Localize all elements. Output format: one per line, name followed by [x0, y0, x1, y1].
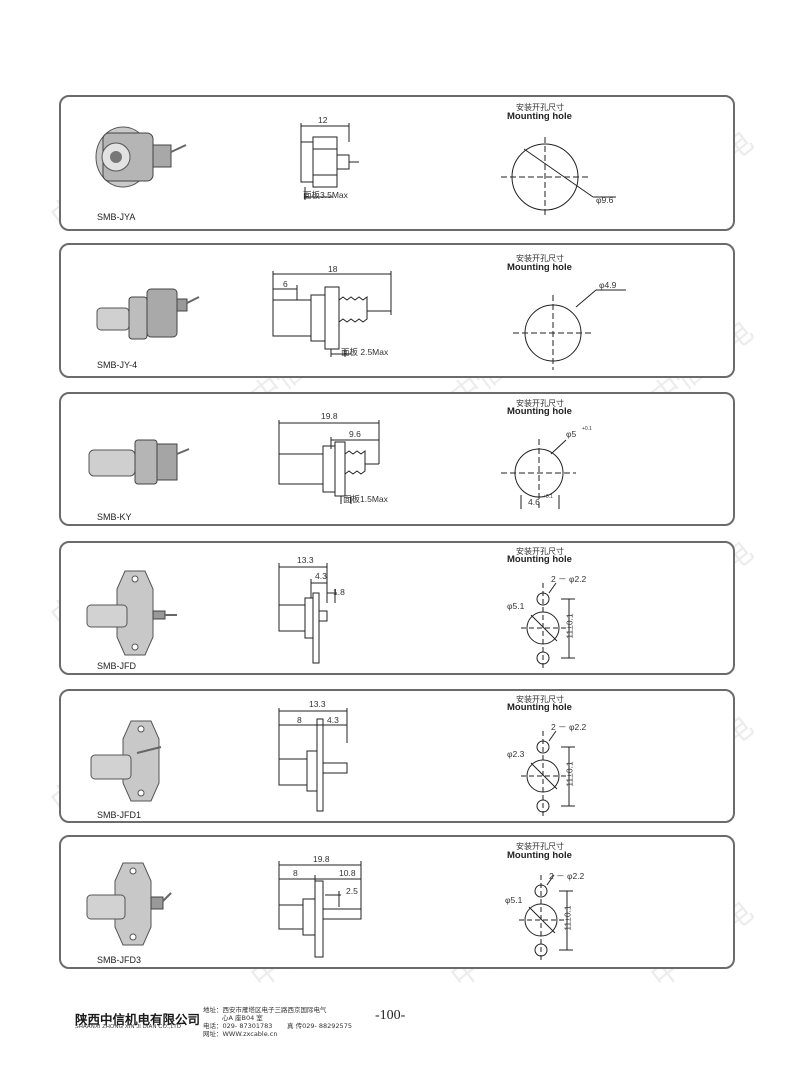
- connector-photo: [88, 420, 576, 509]
- hole-dimension-label: φ9.6: [596, 195, 614, 205]
- mounting-hole-drawing: [521, 582, 575, 671]
- mounting-hole-title-cn: 安装开孔尺寸: [516, 399, 564, 408]
- mounting-hole-drawing: [513, 289, 626, 370]
- mounting-hole-drawing: [501, 137, 616, 217]
- hole-dimension-label: φ5: [566, 429, 577, 439]
- product-panel-smb-jfd1: SMB-JFD1 13.3 8 4.3 安装开孔尺寸 Mounting hole…: [59, 689, 735, 823]
- dimension-label: 9.6: [349, 429, 361, 439]
- dimension-label: 19.8: [313, 854, 330, 864]
- fax-number: 真 传029- 88292575: [287, 1022, 352, 1030]
- connector-drawing: [300, 123, 359, 200]
- hole-dimension-label: φ4.9: [599, 280, 617, 290]
- mounting-hole-title-cn: 安装开孔尺寸: [516, 842, 564, 851]
- connector-drawing: [278, 563, 337, 664]
- dimension-label: 8: [297, 715, 302, 725]
- hole-dimension-label: φ5.1: [505, 895, 523, 905]
- hole-dimension-label: φ2.3: [507, 749, 525, 759]
- model-label: SMB-JFD1: [97, 810, 142, 820]
- company-name-cn: 陕西中信机电有限公司: [75, 1012, 201, 1027]
- website-link[interactable]: 网址：WWW.zxcable.cn: [203, 1030, 278, 1038]
- model-label: SMB-JFD: [97, 661, 136, 671]
- mounting-hole-drawing: [519, 874, 573, 963]
- connector-drawing: [278, 861, 362, 958]
- connector-photo: [90, 708, 575, 819]
- mounting-hole-title-en: Mounting hole: [507, 554, 572, 565]
- dimension-label: 13.3: [297, 555, 314, 565]
- model-label: SMB-JFD3: [97, 955, 142, 965]
- hole-tolerance-label: +0.1: [543, 494, 553, 500]
- connector-photo: [86, 861, 573, 963]
- connector-drawing: [278, 708, 348, 812]
- mounting-hole-title-en: Mounting hole: [507, 111, 572, 122]
- connector-photo: [86, 563, 575, 671]
- connector-photo: [95, 123, 616, 217]
- dimension-label: 4.3: [315, 571, 327, 581]
- mounting-hole-title-cn: 安装开孔尺寸: [516, 695, 564, 704]
- mounting-hole-title-cn: 安装开孔尺寸: [516, 254, 564, 263]
- hole-dimension-label: 4.6: [528, 497, 540, 507]
- mounting-hole-title-en: Mounting hole: [507, 406, 572, 417]
- mounting-hole-title-en: Mounting hole: [507, 702, 572, 713]
- product-panel-smb-jy-4: SMB-JY-4 18 6 面板 2.5Max 安装开孔尺寸 Mounting …: [59, 243, 735, 378]
- dimension-label: 13.3: [309, 699, 326, 709]
- mounting-hole-title-cn: 安装开孔尺寸: [516, 103, 564, 112]
- phone-number: 电话：029- 87301783: [203, 1022, 273, 1030]
- product-panel-smb-jfd3: SMB-JFD3 19.8 8 10.8 2.5 安装开孔尺寸 Mounting…: [59, 835, 735, 969]
- dimension-label: 10.8: [339, 868, 356, 878]
- model-label: SMB-JYA: [97, 212, 136, 222]
- dimension-label: 面板 2.5Max: [341, 347, 389, 357]
- dimension-label: 面板1.5Max: [343, 494, 388, 504]
- hole-tolerance-label: +0.1: [582, 426, 592, 432]
- mounting-hole-title-cn: 安装开孔尺寸: [516, 547, 564, 556]
- hole-dimension-label: 11±0.1: [562, 905, 573, 931]
- product-panel-smb-jya: SMB-JYA 12 面板3.5Max 安装开孔尺寸 Mounting hole…: [59, 95, 735, 231]
- address-line: 心A 座B04 室: [222, 1014, 263, 1022]
- hole-dimension-label: 2 － φ2.2: [549, 871, 585, 881]
- dimension-label: 8: [293, 868, 298, 878]
- hole-dimension-label: 2 － φ2.2: [551, 722, 587, 732]
- dimension-label: 18: [328, 264, 338, 274]
- connector-drawing: [278, 420, 380, 504]
- mounting-hole-drawing: [521, 730, 575, 819]
- mounting-hole-drawing: [501, 439, 576, 509]
- model-label: SMB-KY: [97, 512, 132, 522]
- address-line: 地址：西安市雁塔区电子三路西京国际电气: [203, 1006, 327, 1014]
- dimension-label: 6: [283, 279, 288, 289]
- hole-dimension-label: φ5.1: [507, 601, 525, 611]
- dimension-label: 1.8: [333, 587, 345, 597]
- page-number: -100-: [375, 1008, 406, 1023]
- product-panel-smb-jfd: SMB-JFD 13.3 4.3 1.8 安装开孔尺寸 Mounting hol…: [59, 541, 735, 675]
- page-footer: 陕西中信机电有限公司 SHAANXI ZHONG XIN JI DIAN CO.…: [0, 1000, 794, 1060]
- mounting-hole-title-en: Mounting hole: [507, 850, 572, 861]
- mounting-hole-title-en: Mounting hole: [507, 262, 572, 273]
- connector-photo: [96, 271, 626, 370]
- product-panel-smb-ky: SMB-KY 19.8 9.6 面板1.5Max 安装开孔尺寸 Mounting…: [59, 392, 735, 526]
- dimension-label: 面板3.5Max: [303, 190, 348, 200]
- hole-dimension-label: 11±0.1: [564, 761, 575, 787]
- dimension-label: 19.8: [321, 411, 338, 421]
- hole-dimension-label: 2 － φ2.2: [551, 574, 587, 584]
- dimension-label: 12: [318, 115, 328, 125]
- company-name-en: SHAANXI ZHONG XIN JI DIAN CO.,LTD: [75, 1024, 182, 1030]
- hole-dimension-label: 11±0.1: [564, 613, 575, 639]
- dimension-label: 4.3: [327, 715, 339, 725]
- connector-drawing: [272, 271, 392, 357]
- model-label: SMB-JY-4: [97, 360, 138, 370]
- dimension-label: 2.5: [346, 886, 358, 896]
